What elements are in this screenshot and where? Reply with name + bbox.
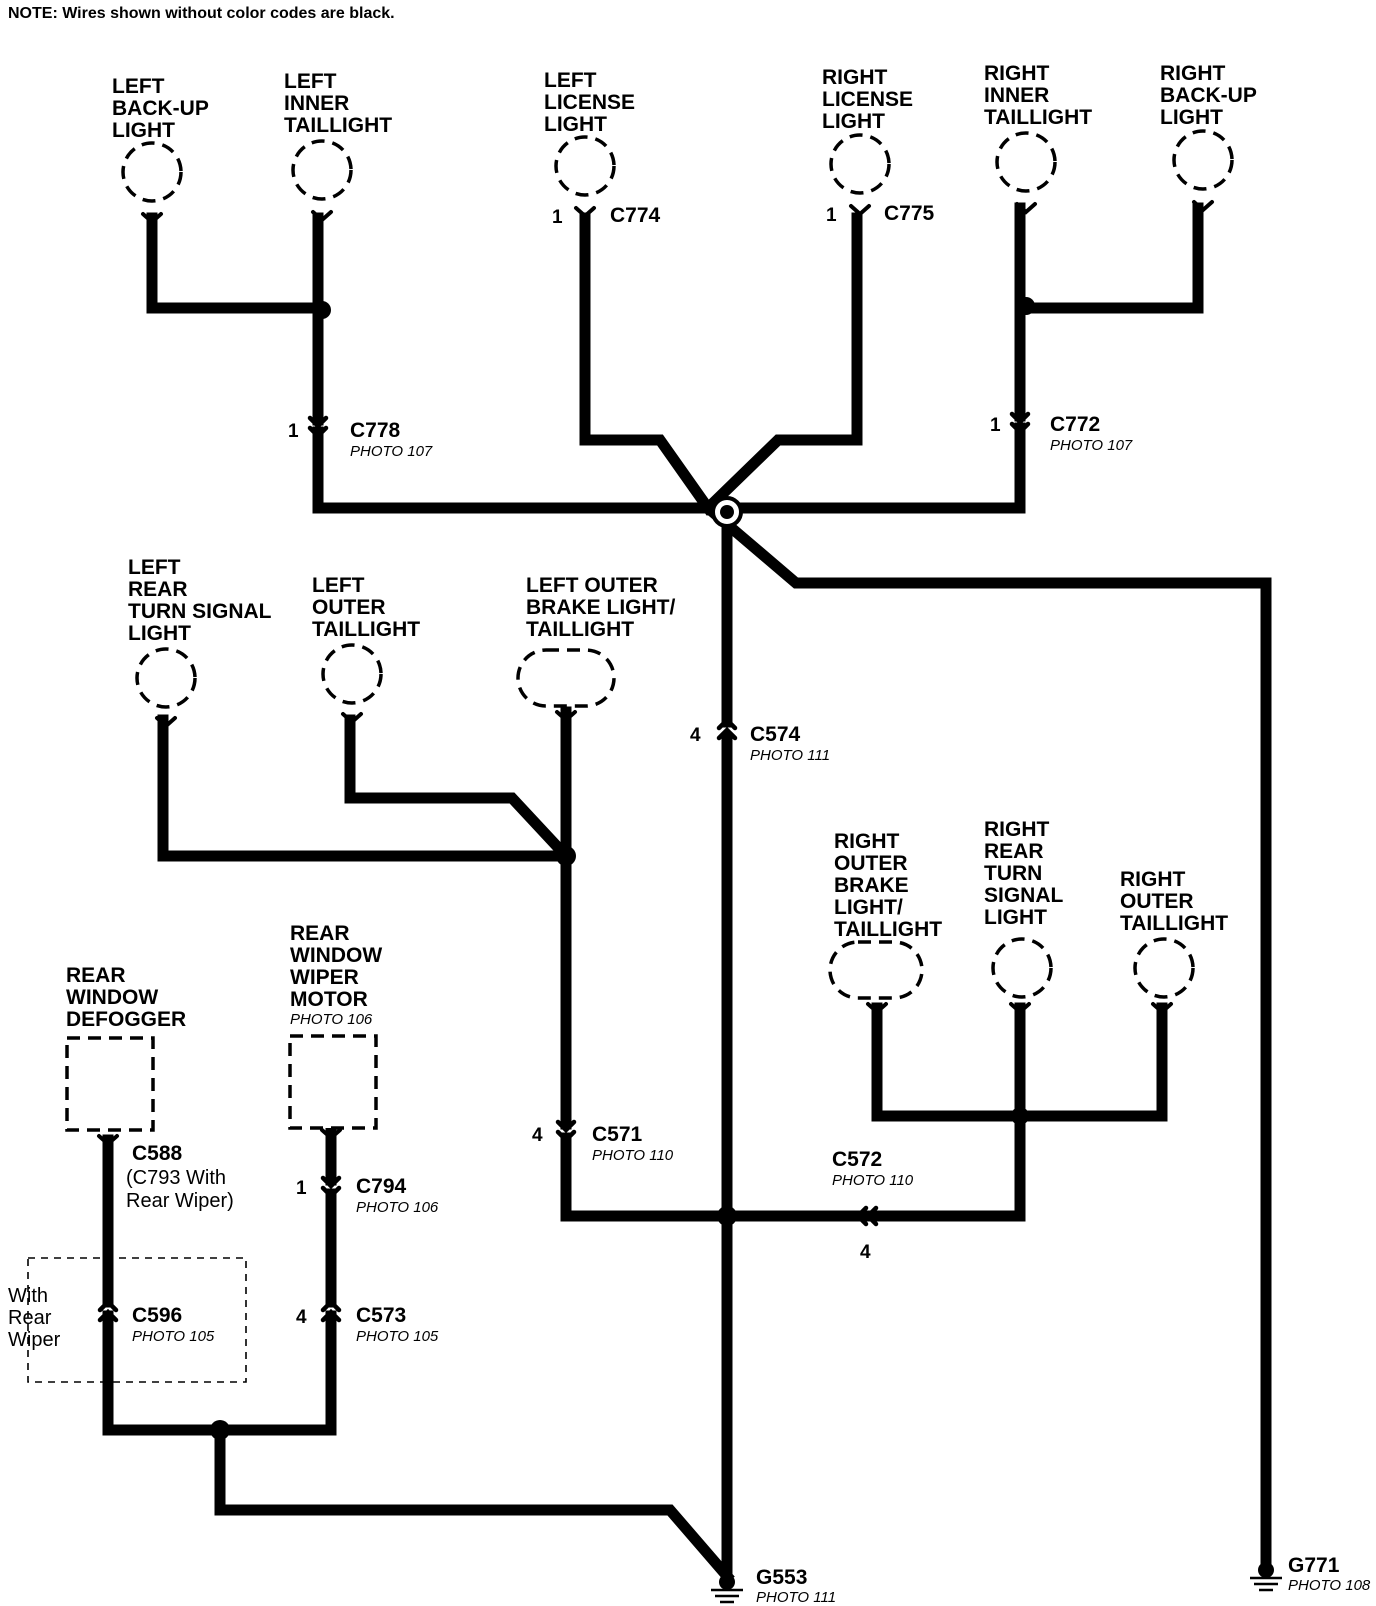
- c588-alt-line2: Rear Wiper): [126, 1190, 234, 1212]
- g771-photo: PHOTO 108: [1288, 1577, 1371, 1594]
- c571-photo: PHOTO 110: [592, 1147, 674, 1164]
- right-backup-light-lamp: [1172, 129, 1234, 191]
- splices: [210, 297, 1035, 1440]
- c778-label: C778: [350, 419, 401, 442]
- c772-pin: 1: [990, 415, 1001, 436]
- splice-lower-trunk: [717, 1206, 737, 1226]
- c794-photo: PHOTO 106: [356, 1199, 439, 1216]
- g771-ground-symbol: [1250, 1562, 1282, 1592]
- c573-photo: PHOTO 105: [356, 1328, 439, 1345]
- rear-window-wiper-motor-photo: PHOTO 106: [290, 1011, 373, 1028]
- rear-window-defogger-label: REAR WINDOW DEFOGGER: [66, 964, 186, 1031]
- left-backup-light-label: LEFT BACK-UP LIGHT: [112, 75, 214, 142]
- g553-photo: PHOTO 111: [756, 1589, 836, 1606]
- c794-pin: 1: [296, 1178, 307, 1199]
- rear-window-defogger-box: [65, 1036, 155, 1132]
- c775-label: C775: [884, 202, 935, 225]
- with-rear-wiper-label: With Rear Wiper: [8, 1285, 61, 1351]
- right-rear-turn-signal-lamp: [991, 937, 1053, 999]
- c794-label: C794: [356, 1175, 407, 1198]
- c574-pin: 4: [690, 725, 701, 746]
- splice-bottom-left: [210, 1420, 230, 1440]
- left-inner-taillight-label: LEFT INNER TAILLIGHT: [284, 70, 392, 137]
- splice-right-top: [1017, 297, 1035, 315]
- c775-pin: 1: [826, 205, 837, 226]
- left-outer-taillight-label: LEFT OUTER TAILLIGHT: [312, 574, 420, 641]
- c572-label: C572: [832, 1148, 882, 1171]
- right-outer-taillight-lamp: [1133, 937, 1195, 999]
- right-backup-light-label: RIGHT BACK-UP LIGHT: [1160, 62, 1262, 129]
- right-license-light-lamp: [829, 133, 891, 195]
- components: [27, 129, 1234, 1383]
- component-labels: LEFT BACK-UP LIGHT LEFT INNER TAILLIGHT …: [66, 62, 1262, 1031]
- right-outer-brake-light-lamp: [828, 940, 924, 1000]
- note-text: NOTE: Wires shown without color codes ar…: [8, 5, 395, 22]
- c772-label: C772: [1050, 413, 1100, 436]
- left-rear-turn-signal-light-label: LEFT REAR TURN SIGNAL LIGHT: [128, 556, 277, 645]
- c596-photo: PHOTO 105: [132, 1328, 215, 1345]
- left-outer-taillight-lamp: [321, 643, 383, 705]
- wires: [102, 202, 1272, 1584]
- splice-right-middle: [1011, 1107, 1029, 1125]
- g553-ground-symbol: [711, 1574, 743, 1604]
- right-rear-turn-signal-light-label: RIGHT REAR TURN SIGNAL LIGHT: [984, 818, 1069, 929]
- c572-pin: 4: [860, 1242, 871, 1263]
- g771-label: G771: [1288, 1554, 1340, 1577]
- c574-photo: PHOTO 111: [750, 747, 830, 764]
- c574-label: C574: [750, 723, 801, 746]
- c778-photo: PHOTO 107: [350, 443, 433, 460]
- left-rear-turn-signal-lamp: [135, 647, 197, 709]
- connector-symbols: [97, 411, 1031, 1323]
- c588-label: C588: [132, 1142, 183, 1165]
- c596-label: C596: [132, 1304, 182, 1327]
- with-rear-wiper-option-box: [27, 1257, 247, 1383]
- right-license-light-label: RIGHT LICENSE LIGHT: [822, 66, 919, 133]
- rear-window-wiper-motor-label: REAR WINDOW WIPER MOTOR: [290, 922, 388, 1011]
- right-inner-taillight-lamp: [995, 131, 1057, 193]
- c571-pin: 4: [532, 1125, 543, 1146]
- c573-pin: 4: [296, 1307, 307, 1328]
- c572-photo: PHOTO 110: [832, 1172, 914, 1189]
- c588-alt-line1: (C793 With: [126, 1167, 226, 1189]
- g553-label: G553: [756, 1566, 807, 1589]
- c778-pin: 1: [288, 421, 299, 442]
- c571-label: C571: [592, 1123, 643, 1146]
- splice-left-top: [313, 301, 331, 319]
- c774-pin: 1: [552, 207, 563, 228]
- c774-label: C774: [610, 204, 661, 227]
- connector-labels: 1 C774 1 C775 1 C778 PHOTO 107 1 C772 PH…: [8, 202, 1371, 1606]
- right-inner-taillight-label: RIGHT INNER TAILLIGHT: [984, 62, 1092, 129]
- left-license-light-label: LEFT LICENSE LIGHT: [544, 69, 641, 136]
- c573-label: C573: [356, 1304, 406, 1327]
- left-backup-light-lamp: [121, 141, 183, 203]
- left-outer-brake-light-lamp: [516, 648, 616, 708]
- c772-photo: PHOTO 107: [1050, 437, 1133, 454]
- right-outer-brake-light-label: RIGHT OUTER BRAKE LIGHT/ TAILLIGHT: [834, 830, 942, 941]
- splice-left-middle: [556, 846, 576, 866]
- left-license-light-lamp: [554, 135, 616, 197]
- right-outer-taillight-label: RIGHT OUTER TAILLIGHT: [1120, 868, 1228, 935]
- rear-wiper-motor-box: [288, 1034, 378, 1130]
- left-inner-taillight-lamp: [291, 139, 353, 201]
- left-outer-brake-light-label: LEFT OUTER BRAKE LIGHT/ TAILLIGHT: [526, 574, 681, 641]
